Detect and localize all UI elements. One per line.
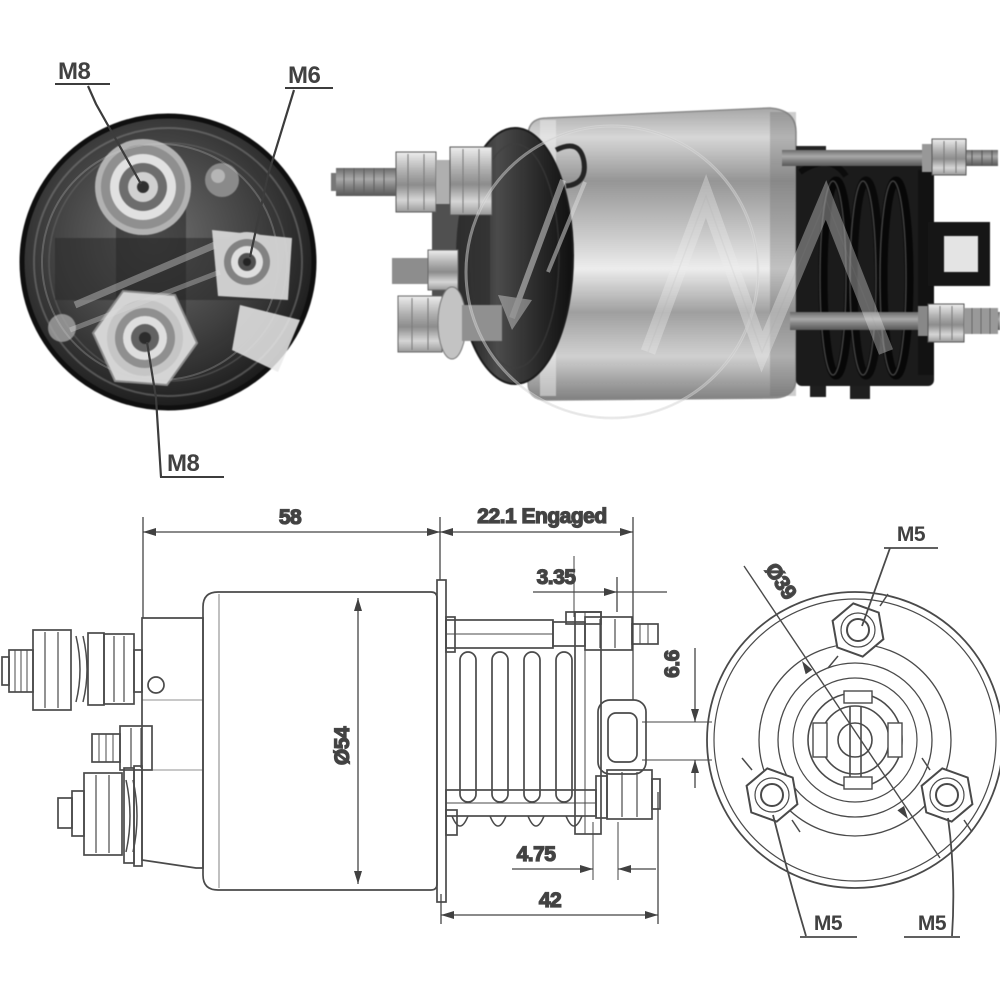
side-view-dimensions: 58 22.1 Engaged 3.35 Ø54: [142, 504, 712, 924]
spring-coil: [459, 651, 477, 803]
hole-label-m5-bottom-left: M5: [814, 912, 843, 935]
leader-line-m5-bottom-left: [772, 814, 807, 937]
small-terminal-photo: [392, 249, 459, 291]
dim-plunger-42: 42: [440, 792, 659, 924]
cap-photo-watermark: [41, 143, 279, 381]
through-bolt-top-photo: [782, 138, 998, 176]
stud-small-drawing: [91, 725, 153, 771]
motor-stud-photo: [397, 286, 502, 360]
end-view-outer-circle: [706, 591, 1000, 889]
dim-clevis-label: 6.6: [661, 650, 684, 678]
dim-pin-label: 4.75: [517, 843, 557, 866]
solenoid-body-outline: [202, 591, 438, 891]
dim-engaged-22-1: 22.1 Engaged: [440, 504, 634, 700]
terminal-boss-m8-top: [95, 139, 191, 235]
dim-overall-label: 58: [279, 506, 302, 529]
side-view-drawing: [1, 579, 661, 903]
dim-overall-58: 58: [142, 505, 441, 618]
dim-bolt-circle-label: Ø39: [760, 559, 800, 604]
center-hub: [820, 705, 890, 775]
stud-m8-bottom-drawing: [57, 765, 143, 867]
dim-stud-3-35: 3.35: [533, 556, 667, 617]
terminal-label-m8-top: M8: [58, 58, 90, 85]
side-photo-watermark: [464, 124, 893, 420]
spring-coil: [523, 651, 541, 803]
clevis-slot: [607, 712, 638, 763]
end-view-drawing: Ø39 M5 M5 M5: [706, 523, 1000, 938]
plunger-housing-photo: [796, 146, 934, 399]
dim-body-diameter-label: Ø54: [331, 726, 354, 765]
leader-line-m8-bottom: [145, 341, 163, 478]
dim-stud-label: 3.35: [537, 566, 577, 589]
cap-photo-labels: M8 M6 M8: [55, 58, 333, 478]
cap-wire-hook: [554, 143, 587, 189]
leader-line-m5-top: [861, 547, 891, 627]
mounting-nut-top: [827, 593, 889, 669]
leader-line-m8-top: [86, 85, 142, 185]
cap-highlight-wedge: [232, 305, 300, 372]
dim-clevis-6-6: 6.6: [642, 648, 712, 788]
end-view-labels: M5 M5 M5: [772, 523, 960, 938]
plunger-assembly-drawing: [445, 611, 661, 835]
solenoid-side-photo: [331, 107, 1000, 401]
spring-coil: [555, 651, 573, 803]
spring-coil: [491, 651, 509, 803]
dim-plunger-label: 42: [539, 889, 561, 912]
through-bolt-bottom-photo: [790, 303, 1000, 343]
mounting-flange: [436, 579, 447, 903]
stud-m8-top-drawing: [1, 629, 143, 711]
leader-line-m6: [248, 89, 296, 258]
terminal-boss-m6: [212, 230, 292, 300]
dim-engaged-label: 22.1 Engaged: [477, 505, 606, 528]
terminal-label-m6: M6: [288, 62, 320, 89]
mounting-bracket-photo: [928, 222, 990, 286]
cap-end-photo: [19, 113, 317, 411]
clevis-outline: [597, 699, 647, 775]
hole-label-m5-bottom-right: M5: [918, 912, 947, 935]
battery-stud-photo: [331, 146, 493, 216]
mounting-nut-bottom-left: [741, 757, 801, 833]
return-spring-coil: [878, 176, 914, 380]
leader-line-m5-bottom-right: [947, 817, 955, 937]
cap-knob: [48, 314, 76, 342]
terminal-plate: [141, 617, 204, 869]
dim-body-diameter-54: Ø54: [330, 598, 362, 884]
terminal-boss-m8-bottom: [91, 289, 199, 387]
dim-pin-4-75: 4.75: [512, 822, 656, 880]
mounting-nut-bottom-right: [920, 757, 974, 833]
terminal-label-m8-bottom: M8: [167, 450, 199, 477]
hole-label-m5-top: M5: [897, 523, 926, 546]
